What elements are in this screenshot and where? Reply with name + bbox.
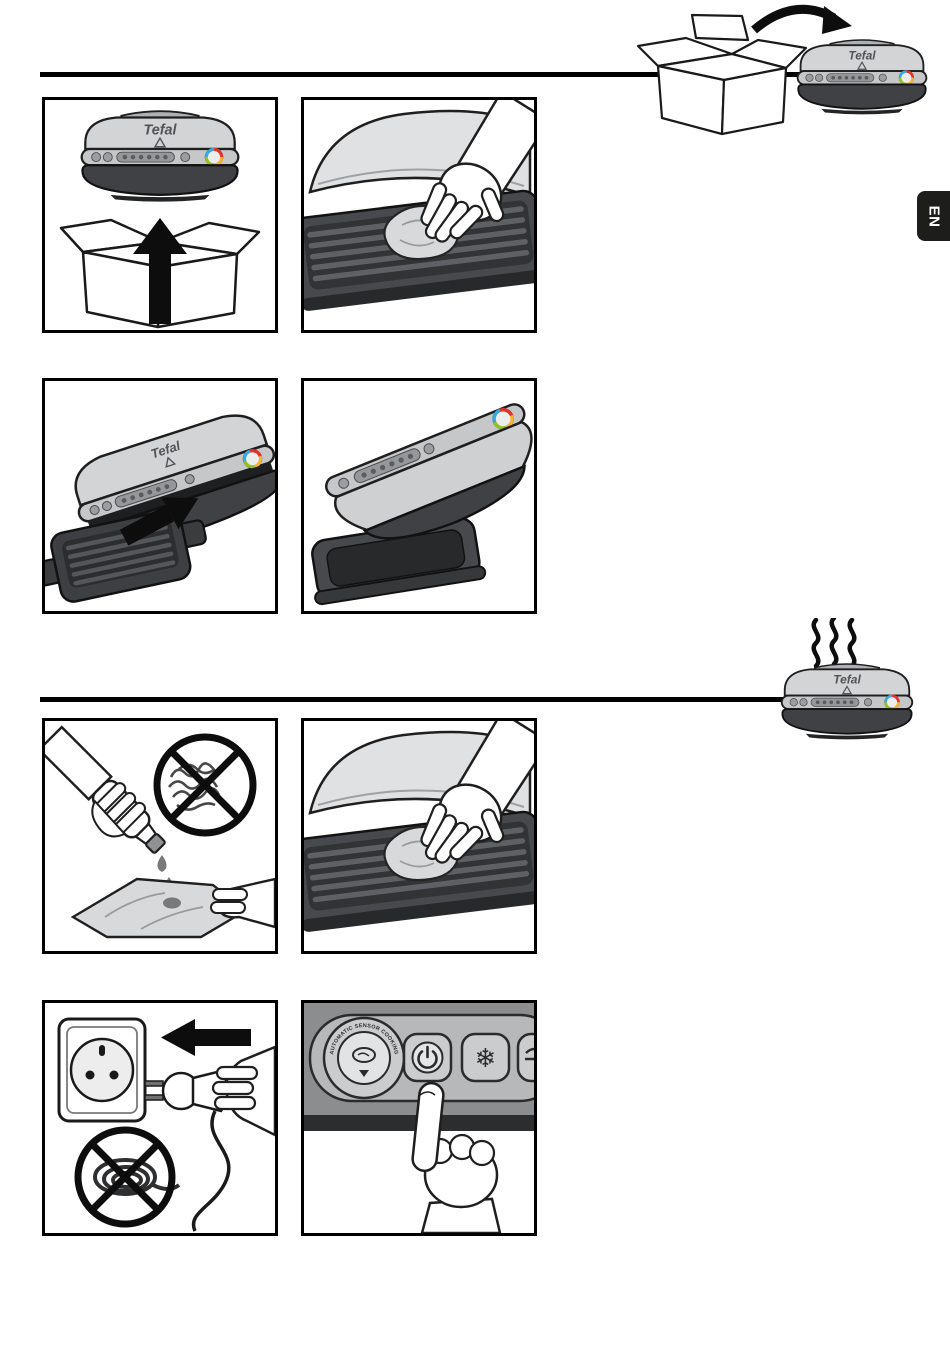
insert-arrow-icon bbox=[119, 497, 199, 546]
instruction-panel-4 bbox=[301, 378, 537, 614]
pressing-hand-icon bbox=[411, 1081, 502, 1233]
grill-base bbox=[362, 464, 526, 540]
sensor-dial: AUTOMATIC SENSOR COOKING bbox=[322, 1016, 406, 1100]
power-cord bbox=[191, 1110, 231, 1232]
power-socket-icon bbox=[57, 1017, 147, 1123]
cardboard-box-icon bbox=[636, 13, 808, 136]
color-ring-indicator bbox=[242, 449, 263, 469]
up-arrow-icon bbox=[133, 218, 187, 324]
unplug-arrow-icon bbox=[161, 1019, 251, 1056]
language-tab-label: EN bbox=[925, 205, 942, 227]
language-tab: EN bbox=[917, 191, 950, 241]
instruction-panel-2 bbox=[301, 97, 537, 333]
frozen-food-button: ❄ bbox=[460, 1032, 511, 1083]
grill-icon bbox=[796, 38, 928, 116]
instruction-panel-7 bbox=[42, 1000, 278, 1236]
instruction-panel-3: Tefal bbox=[42, 378, 278, 614]
curved-arrow-icon bbox=[751, 4, 852, 34]
wipe-plate-scene bbox=[304, 100, 534, 313]
grill-plate-icon bbox=[45, 509, 207, 603]
warning-triangle-icon bbox=[165, 456, 177, 468]
instruction-panel-5 bbox=[42, 718, 278, 954]
instruction-panel-1 bbox=[42, 97, 278, 333]
holding-hand-icon bbox=[211, 1045, 275, 1137]
steam-icon bbox=[811, 618, 857, 669]
instruction-panel-8: AUTOMATIC SENSOR COOKING ❄ bbox=[301, 1000, 537, 1236]
hand-icon bbox=[91, 782, 147, 838]
drip-tray-icon bbox=[311, 517, 487, 606]
grill-icon bbox=[80, 109, 240, 204]
oil-bottle-icon bbox=[45, 725, 166, 854]
holding-hand-icon bbox=[210, 877, 275, 929]
plate-slot bbox=[87, 462, 274, 531]
burger-button bbox=[516, 1032, 534, 1083]
instruction-panel-6 bbox=[301, 718, 537, 954]
color-ring-indicator bbox=[492, 408, 514, 430]
grill-tilted-icon bbox=[324, 403, 533, 540]
no-coiled-cord-icon bbox=[74, 1126, 181, 1228]
power-icon bbox=[417, 1045, 438, 1069]
section-divider-2 bbox=[40, 697, 908, 702]
dial-pointer bbox=[359, 1070, 369, 1077]
steak-icon bbox=[352, 1047, 376, 1063]
snowflake-icon: ❄ bbox=[475, 1044, 497, 1074]
unboxing-illustration bbox=[636, 4, 928, 136]
section-divider-1 bbox=[40, 72, 908, 77]
no-scouring-pad-icon bbox=[153, 733, 257, 837]
grill-icon bbox=[780, 662, 914, 741]
wipe-plate-scene bbox=[304, 721, 534, 934]
preheating-illustration bbox=[780, 618, 914, 741]
power-button bbox=[402, 1032, 453, 1083]
